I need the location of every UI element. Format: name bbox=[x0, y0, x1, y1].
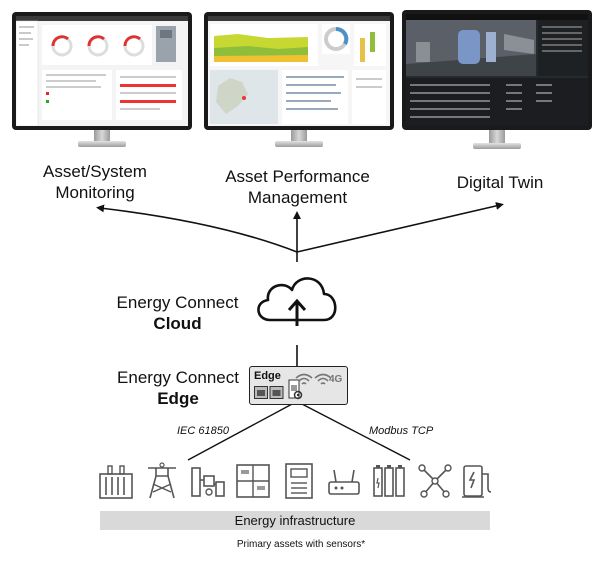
transformer-icon bbox=[99, 465, 133, 499]
switchgear-icon bbox=[236, 464, 270, 498]
monitor-performance-management bbox=[204, 12, 394, 152]
gear-icon bbox=[293, 390, 303, 400]
network-icon bbox=[418, 464, 452, 498]
cloud-label: Energy Connect Cloud bbox=[100, 292, 255, 334]
iec-line bbox=[187, 402, 295, 461]
edge-device-label: Edge bbox=[254, 370, 281, 382]
cloud-label-line2: Cloud bbox=[153, 314, 202, 333]
edge-label-line1: Energy Connect bbox=[117, 368, 239, 387]
arrow-to-digital-twin bbox=[296, 201, 504, 253]
protocol-modbus-tcp: Modbus TCP bbox=[369, 425, 434, 437]
battery-storage-icon bbox=[373, 465, 405, 497]
edge-4g-badge: 4G bbox=[329, 374, 343, 385]
caption-performance-management: Asset Performance Management bbox=[205, 166, 390, 208]
monitor-digital-twin bbox=[402, 10, 592, 156]
arrow-to-monitoring bbox=[96, 204, 298, 253]
monitor-asset-monitoring bbox=[12, 12, 192, 152]
edge-label: Energy Connect Edge bbox=[108, 367, 248, 409]
caption-performance-line2: Management bbox=[247, 188, 348, 207]
protocol-iec-61850: IEC 61850 bbox=[177, 425, 229, 437]
caption-asset-monitoring-line1: Asset/System bbox=[43, 162, 147, 181]
router-icon bbox=[328, 469, 360, 495]
ev-charger-icon bbox=[462, 465, 492, 498]
caption-performance-line1: Asset Performance bbox=[225, 167, 370, 186]
assets-footnote: Primary assets with sensors* bbox=[236, 539, 366, 550]
energy-infrastructure-bar: Energy infrastructure bbox=[100, 511, 490, 530]
sim-card-icon bbox=[288, 379, 300, 399]
ethernet-ports-icon bbox=[254, 386, 284, 399]
edge-label-line2: Edge bbox=[157, 389, 199, 408]
edge-device: Edge 4G bbox=[249, 366, 348, 405]
caption-asset-monitoring: Asset/System Monitoring bbox=[10, 161, 180, 203]
asset-monitoring-screen bbox=[16, 16, 188, 126]
caption-digital-twin: Digital Twin bbox=[420, 172, 580, 193]
wifi-4g-icon bbox=[314, 373, 332, 385]
caption-digital-twin-line1: Digital Twin bbox=[456, 173, 544, 192]
cloud-label-line1: Energy Connect bbox=[116, 293, 239, 312]
industrial-plant-icon bbox=[191, 467, 225, 497]
modbus-line bbox=[299, 402, 411, 461]
cloud-upload-icon bbox=[257, 277, 337, 326]
wifi-icon bbox=[295, 373, 313, 385]
caption-asset-monitoring-line2: Monitoring bbox=[55, 183, 135, 202]
digital-twin-screen bbox=[406, 14, 588, 126]
performance-screen bbox=[208, 16, 390, 126]
cabinet-icon bbox=[285, 463, 313, 499]
substation-icon bbox=[148, 462, 176, 499]
